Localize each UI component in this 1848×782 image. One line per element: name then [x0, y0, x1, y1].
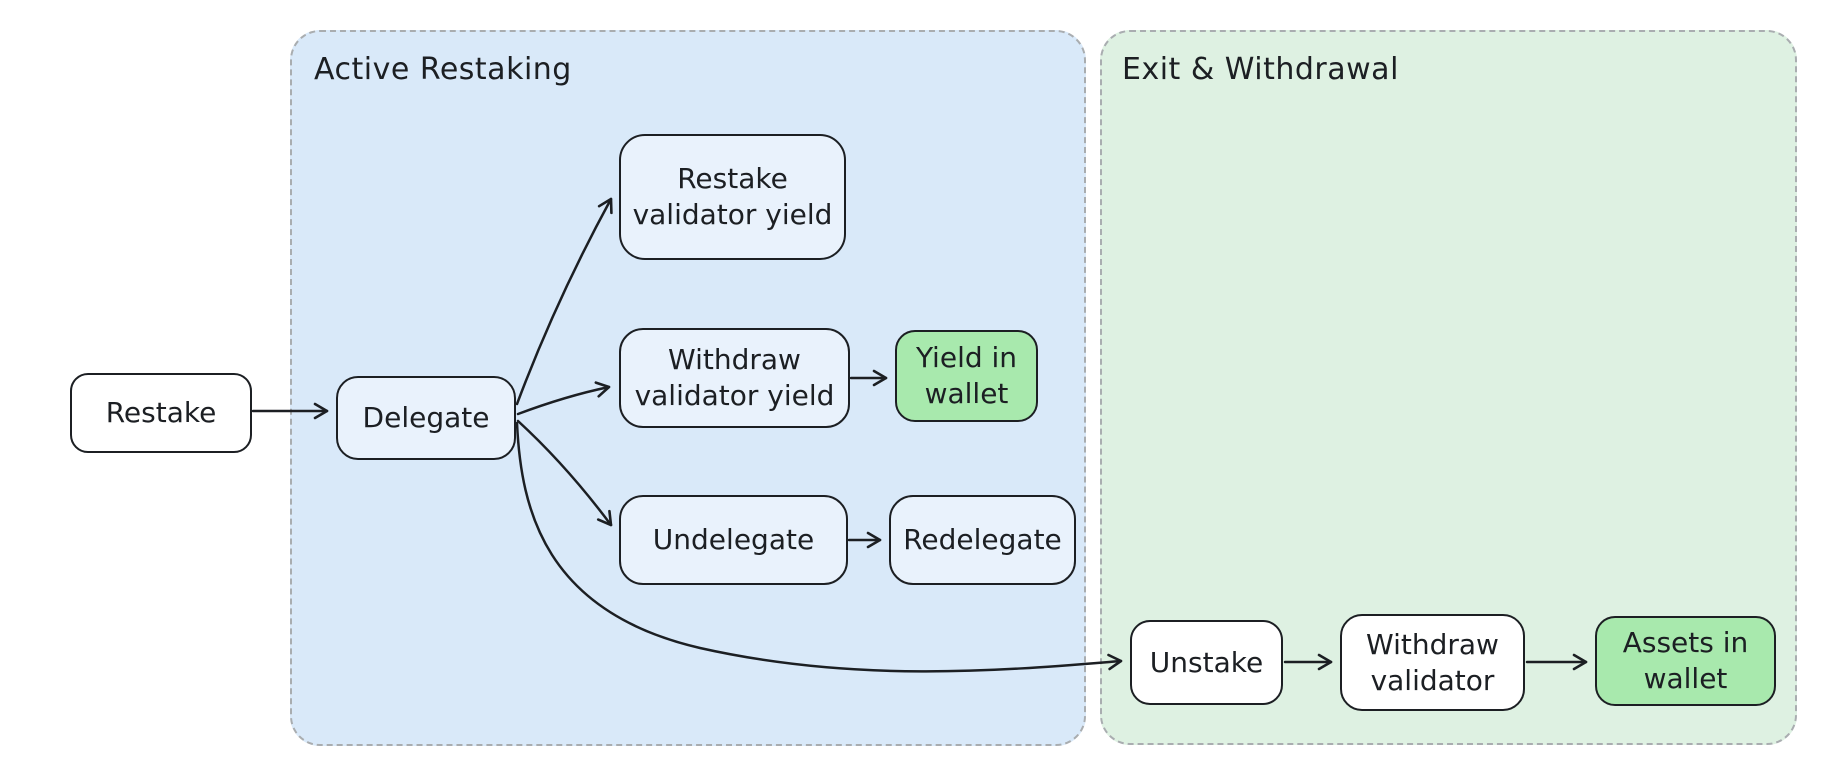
node-delegate: Delegate: [336, 376, 516, 460]
group-title-exit-withdrawal: Exit & Withdrawal: [1122, 52, 1399, 87]
node-redelegate: Redelegate: [889, 495, 1076, 585]
node-unstake: Unstake: [1130, 620, 1283, 705]
node-withdraw-validator-yield: Withdraw validator yield: [619, 328, 850, 428]
node-withdraw-validator: Withdraw validator: [1340, 614, 1525, 711]
node-undelegate: Undelegate: [619, 495, 848, 585]
node-restake: Restake: [70, 373, 252, 453]
node-assets-in-wallet: Assets in wallet: [1595, 616, 1776, 706]
node-restake-validator-yield: Restake validator yield: [619, 134, 846, 260]
group-title-active-restaking: Active Restaking: [314, 52, 572, 87]
node-yield-in-wallet: Yield in wallet: [895, 330, 1038, 422]
